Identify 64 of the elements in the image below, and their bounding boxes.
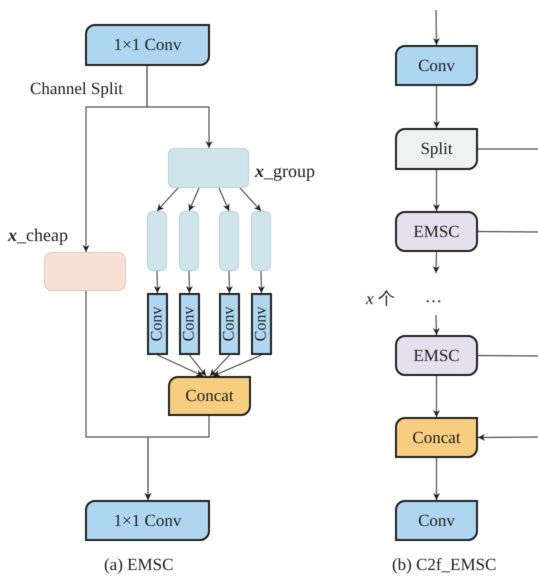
block-label: EMSC (413, 344, 460, 367)
block-label: Conv (222, 306, 238, 342)
arrow (433, 376, 440, 417)
connector-line (478, 354, 538, 357)
block-label: Conv (254, 306, 270, 342)
concat-block (168, 376, 251, 416)
conv-block (395, 45, 478, 86)
conv-block (179, 293, 200, 355)
conv-block (85, 24, 210, 66)
caption: (a) EMSC (104, 554, 174, 576)
arrow (433, 170, 440, 211)
block-label: Conv (182, 306, 198, 342)
group-block (147, 211, 167, 271)
block-label: 1×1 Conv (114, 34, 182, 56)
arrow (432, 10, 440, 45)
concat-block (395, 417, 478, 458)
block-label: 1×1 Conv (114, 510, 182, 532)
arrow (433, 458, 440, 500)
arrow (189, 354, 206, 376)
annotation-text: Channel Split (30, 78, 124, 100)
arrow (240, 188, 262, 212)
split-block (395, 128, 478, 170)
emsc-block (395, 335, 478, 376)
arrow (212, 354, 262, 377)
cheap-block (44, 252, 126, 291)
annotation-text: … (425, 286, 442, 308)
arrow (157, 354, 204, 377)
arrow (432, 314, 440, 336)
arrow (478, 434, 538, 441)
block-label: Split (420, 138, 453, 160)
arrow (433, 86, 440, 128)
block-label: EMSC (413, 220, 460, 243)
arrow (258, 270, 265, 294)
branch-label: x_cheap (8, 224, 68, 247)
arrow (144, 416, 210, 500)
arrow (188, 188, 200, 212)
arrow (226, 270, 233, 294)
arrow (156, 188, 178, 212)
group-block (219, 211, 239, 271)
branch-label: x_group (255, 160, 315, 183)
conv-block (147, 293, 168, 355)
conv-block (219, 293, 240, 355)
block-label: Conv (418, 54, 455, 77)
block-label: Concat (185, 385, 234, 408)
block-label: Conv (150, 306, 166, 342)
conv-block (85, 500, 210, 541)
arrow (154, 270, 161, 294)
conv-block (395, 500, 478, 541)
group-block (251, 211, 271, 271)
annotation-text: x 个 (366, 288, 395, 310)
arrow (210, 354, 230, 376)
emsc-block (395, 211, 478, 252)
block-label: Concat (412, 426, 461, 449)
group-block (168, 148, 249, 188)
group-block (179, 211, 199, 271)
arrow (82, 66, 148, 252)
arrow (432, 252, 440, 274)
arrow (218, 188, 230, 212)
arrow (186, 270, 193, 294)
connector-line (478, 148, 538, 150)
conv-block (251, 293, 272, 355)
connector-line (478, 230, 538, 233)
block-label: Conv (418, 510, 455, 532)
caption: (b) C2f_EMSC (392, 554, 496, 576)
